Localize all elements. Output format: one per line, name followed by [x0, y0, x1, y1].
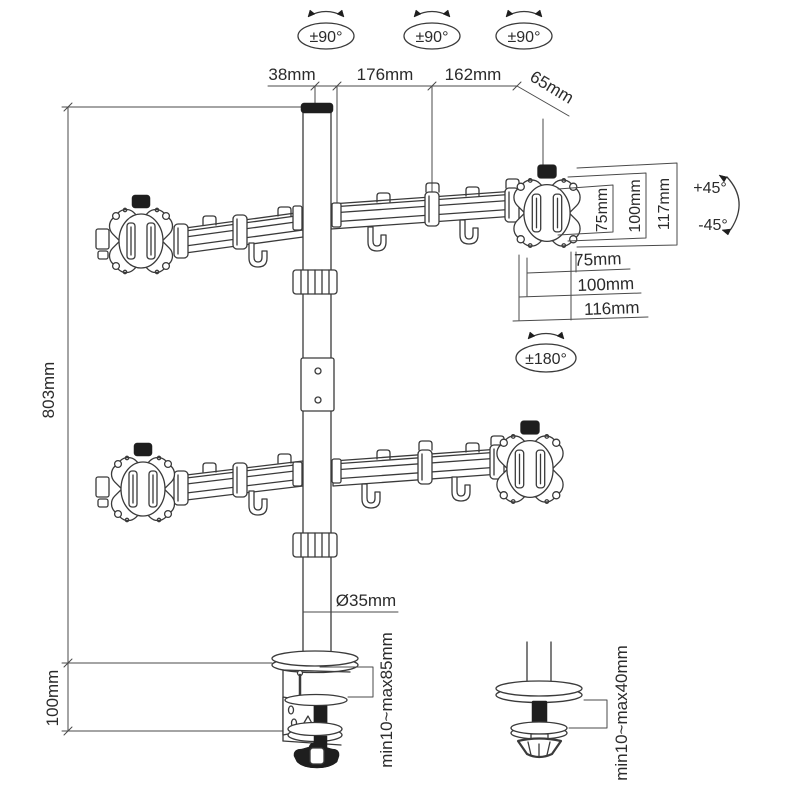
rotation-label-pole: ±90° [310, 29, 343, 46]
dim-label-grommet-range: min10~max40mm [612, 645, 631, 781]
tilt-arc [719, 175, 739, 235]
top-dimension-lines [268, 82, 569, 203]
clamp-range-bracket [320, 667, 373, 697]
rotation-badge-pole: ±90° [298, 9, 354, 49]
vesa-plate-lower-right [491, 420, 569, 508]
vesa-plate-upper-left [96, 194, 178, 278]
rotation-badge-end-joint: ±90° [496, 9, 552, 49]
dim-label-pole-diameter: Ø35mm [336, 591, 396, 610]
knurled-collar-lower [292, 532, 338, 558]
rotation-label-vesa: ±180° [525, 351, 567, 368]
dim-label-plate-height: 117mm [656, 178, 673, 230]
dim-label-pole-height: 803mm [39, 362, 58, 419]
dim-label-vesa-v100: 100mm [627, 179, 644, 232]
dim-label-arm-inner: 176mm [357, 65, 414, 84]
dim-label-vesa-h100: 100mm [577, 274, 634, 295]
dim-label-vesa-v75: 75mm [594, 188, 611, 232]
left-dimension-lines [62, 103, 303, 735]
dim-label-vesa-offset: 65mm [527, 67, 577, 108]
dim-label-clamp-height: 100mm [43, 670, 62, 727]
dim-label-plate-width: 116mm [584, 298, 640, 319]
dim-label-pole-top-offset: 38mm [268, 65, 315, 84]
knurled-collar-upper [292, 269, 338, 295]
upper-arm [173, 178, 520, 268]
dim-label-arm-outer: 162mm [445, 65, 502, 84]
desk-clamp [272, 651, 358, 768]
vesa-plate-lower-left [96, 442, 180, 526]
grommet-range-bracket [569, 700, 607, 728]
lower-arm [173, 435, 505, 516]
tilt-up-label: +45° [693, 180, 727, 197]
pole [292, 103, 341, 658]
rotation-label-mid-joint: ±90° [416, 29, 449, 46]
tilt-down-label: -45° [698, 217, 728, 234]
rotation-label-end-joint: ±90° [508, 29, 541, 46]
rotation-badge-vesa: ±180° [516, 331, 576, 372]
vesa-plate-upper-right [508, 164, 586, 252]
vesa-horizontal-dimensions [513, 252, 648, 321]
dim-label-clamp-range: min10~max85mm [377, 632, 396, 768]
rotation-badge-mid-joint: ±90° [404, 9, 460, 49]
grommet-mount [496, 642, 582, 757]
dim-label-vesa-h75: 75mm [574, 249, 622, 270]
vesa-vertical-dimensions [558, 163, 677, 247]
